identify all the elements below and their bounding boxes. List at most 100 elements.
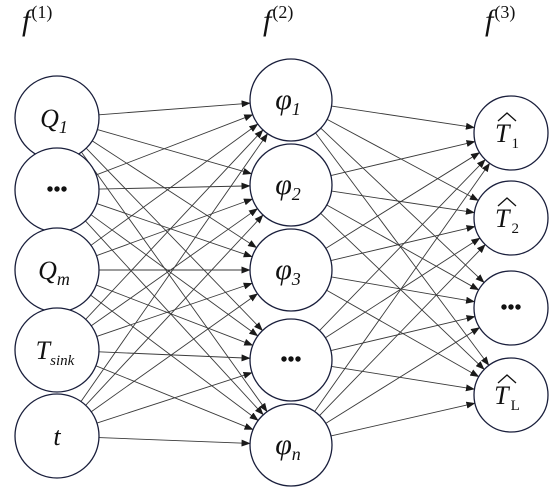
layer-label-superscript: (3)	[494, 2, 515, 23]
node-label: Q1	[40, 104, 68, 137]
edge-l1-2-to-1	[96, 114, 254, 176]
node-main-symbol: Q	[38, 256, 57, 285]
node-label: φ3	[275, 253, 301, 289]
node-layer1-2: •••	[14, 147, 100, 233]
node-circle	[249, 403, 333, 487]
edge-l2-4-to-1	[319, 159, 486, 331]
edge-l2-4-to-4	[331, 365, 475, 392]
edge-l1-3-to-4	[96, 284, 254, 346]
node-main-symbol: •••	[280, 349, 301, 371]
node-circle	[473, 357, 549, 433]
node-label: •••	[46, 179, 67, 201]
edge-l2-1-to-1	[331, 105, 475, 130]
edge-l1-1-to-3	[91, 140, 258, 249]
node-label: Tsink	[36, 336, 75, 369]
node-main-symbol: φ	[275, 253, 292, 286]
node-main-symbol: T	[494, 381, 510, 410]
node-circle	[14, 393, 100, 479]
node-circle	[249, 318, 333, 402]
node-subscript: 2	[511, 221, 519, 237]
node-label: φ1	[275, 83, 301, 119]
edge-l1-5-to-3	[90, 293, 258, 413]
node-label: •••	[500, 297, 521, 319]
node-label: φn	[275, 428, 301, 464]
layer-label-1: f(1)	[22, 2, 52, 37]
node-layer2-1: φ1	[249, 58, 333, 142]
hat-accent	[497, 112, 517, 122]
node-subscript: 1	[292, 99, 301, 119]
node-main-symbol: φ	[275, 428, 292, 461]
layer-label-superscript: (1)	[31, 2, 52, 23]
edge-l2-1-to-3	[320, 127, 485, 283]
edge-l2-4-to-2	[325, 237, 481, 339]
node-main-symbol: φ	[275, 83, 292, 116]
edge-l1-2-to-3	[96, 203, 253, 258]
node-main-symbol: T	[495, 204, 511, 233]
node-layer1-1: Q1	[14, 75, 100, 161]
node-layer2-2: φ2	[249, 143, 333, 227]
node-subscript: m	[57, 269, 70, 289]
node-layer1-3: Qm	[14, 227, 100, 313]
node-circle	[249, 228, 333, 312]
node-main-symbol: T	[36, 336, 52, 365]
edge-l1-5-to-5	[98, 437, 251, 447]
connection-edges	[80, 100, 491, 447]
edge-l2-2-to-1	[330, 140, 476, 177]
edge-l1-2-to-4	[90, 214, 259, 337]
node-main-symbol: T	[495, 119, 511, 148]
edge-l1-1-to-4	[85, 147, 263, 331]
edge-l1-1-to-5	[81, 151, 268, 413]
node-main-symbol: Q	[40, 104, 59, 133]
layer-labels: f(1)f(2)f(3)	[22, 2, 515, 37]
edge-l2-1-to-2	[326, 118, 479, 201]
edge-l1-3-to-5	[90, 294, 259, 421]
edge-l2-1-to-4	[315, 132, 490, 366]
edge-l2-3-to-3	[331, 276, 476, 304]
node-subscript: L	[511, 398, 520, 414]
edge-l1-5-to-4	[96, 371, 253, 424]
node-layer3-3: •••	[473, 270, 549, 346]
edge-l2-2-to-3	[326, 204, 480, 291]
edge-l2-3-to-1	[325, 152, 481, 249]
node-main-symbol: •••	[46, 179, 67, 201]
edge-l2-5-to-1	[314, 162, 491, 412]
edge-l2-5-to-3	[325, 327, 481, 424]
edge-l2-2-to-4	[320, 212, 485, 370]
edge-l1-3-to-1	[90, 123, 259, 246]
node-layer2-3: φ3	[249, 228, 333, 312]
edge-l1-2-to-5	[85, 220, 264, 416]
node-circle	[249, 143, 333, 227]
layer-label-superscript: (2)	[272, 2, 293, 23]
node-circle	[473, 180, 549, 256]
edge-l1-4-to-1	[85, 129, 264, 320]
edge-l2-2-to-2	[331, 190, 475, 215]
node-circle	[14, 307, 100, 393]
edge-l2-4-to-3	[330, 315, 476, 352]
node-main-symbol: t	[53, 422, 61, 451]
node-layer2-4: •••	[249, 318, 333, 402]
node-subscript: 2	[292, 184, 301, 204]
node-circle	[473, 95, 549, 171]
edge-l2-3-to-2	[330, 225, 476, 262]
layer-label-3: f(3)	[485, 2, 515, 37]
node-label: Qm	[38, 256, 70, 289]
node-label: •••	[280, 349, 301, 371]
hat-accent	[497, 374, 517, 384]
edge-l1-4-to-4	[98, 351, 251, 362]
edge-l1-3-to-2	[96, 198, 253, 257]
edge-l2-5-to-2	[319, 244, 486, 416]
node-circle	[249, 58, 333, 142]
node-layer1-5: t	[14, 393, 100, 479]
node-subscript: 3	[291, 269, 301, 289]
hat-accent	[497, 197, 517, 207]
node-label: t	[53, 422, 61, 451]
node-layer1-4: Tsink	[14, 307, 100, 393]
node-label: φ2	[275, 168, 301, 204]
